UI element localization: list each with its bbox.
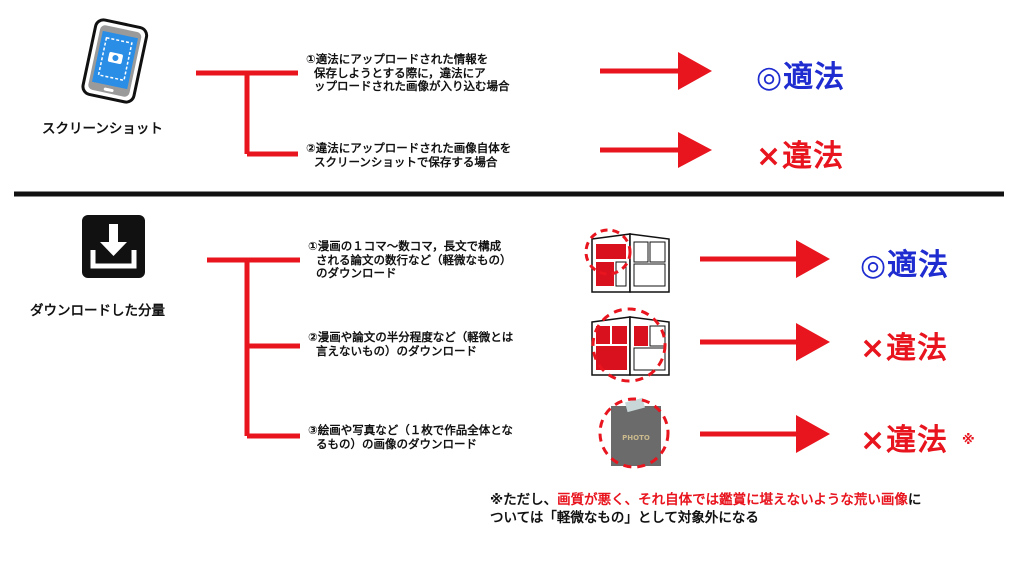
download-bracket [207,257,300,439]
footnote-prefix: ※ただし、 [490,492,558,508]
arrow-1 [600,52,712,90]
manga-half-page-icon [591,307,670,383]
arrow-3 [700,240,830,278]
photo-icon: PHOTO [598,397,670,469]
footnote-line-2: ついては「軽微なもの」として対象外になる [490,510,759,526]
download-label: ダウンロードした分量 [30,303,165,319]
photo-label: PHOTO [622,434,650,442]
arrow-4 [700,323,830,361]
download-verdict-3-note: ※ [962,433,975,448]
footnote-suffix: に [907,492,922,508]
screenshot-verdict-1: ◎適法 [756,60,846,95]
footnote-highlight: 画質が悪く、それ自体では鑑賞に堪えないような荒い画像 [557,492,908,508]
manga-few-panels-icon [584,228,670,293]
download-case-3: ③絵画や写真など（１枚で作品全体とな るもの）の画像のダウンロード [308,423,513,451]
screenshot-case-1: ①適法にアップロードされた情報を 保存しようとする際に，違法にア ップロードされ… [306,52,510,93]
screenshot-verdict-2: ×違法 [756,139,845,174]
footnote: ※ただし、画質が悪く、それ自体では鑑賞に堪えないような荒い画像に ついては「軽微… [490,491,921,527]
download-verdict-1: ◎適法 [860,248,950,283]
download-case-1: ①漫画の１コマ～数コマ，長文で構成 される論文の数行など（軽微なもの） のダウン… [308,239,512,280]
screenshot-bracket [196,70,298,157]
download-verdict-2: ×違法 [860,331,949,366]
download-case-2: ②漫画や論文の半分程度など（軽微とは 言えないもの）のダウンロード [308,330,514,358]
footnote-line-1: ※ただし、画質が悪く、それ自体では鑑賞に堪えないような荒い画像に [490,491,921,509]
screenshot-label: スクリーンショット [42,121,163,137]
download-verdict-3: ×違法 [860,423,949,458]
smartphone-photo-icon [81,18,149,104]
download-icon [82,215,145,278]
screenshot-case-2: ②違法にアップロードされた画像自体を スクリーンショットで保存する場合 [306,141,512,169]
arrow-5 [700,415,830,453]
arrow-2 [600,132,712,168]
